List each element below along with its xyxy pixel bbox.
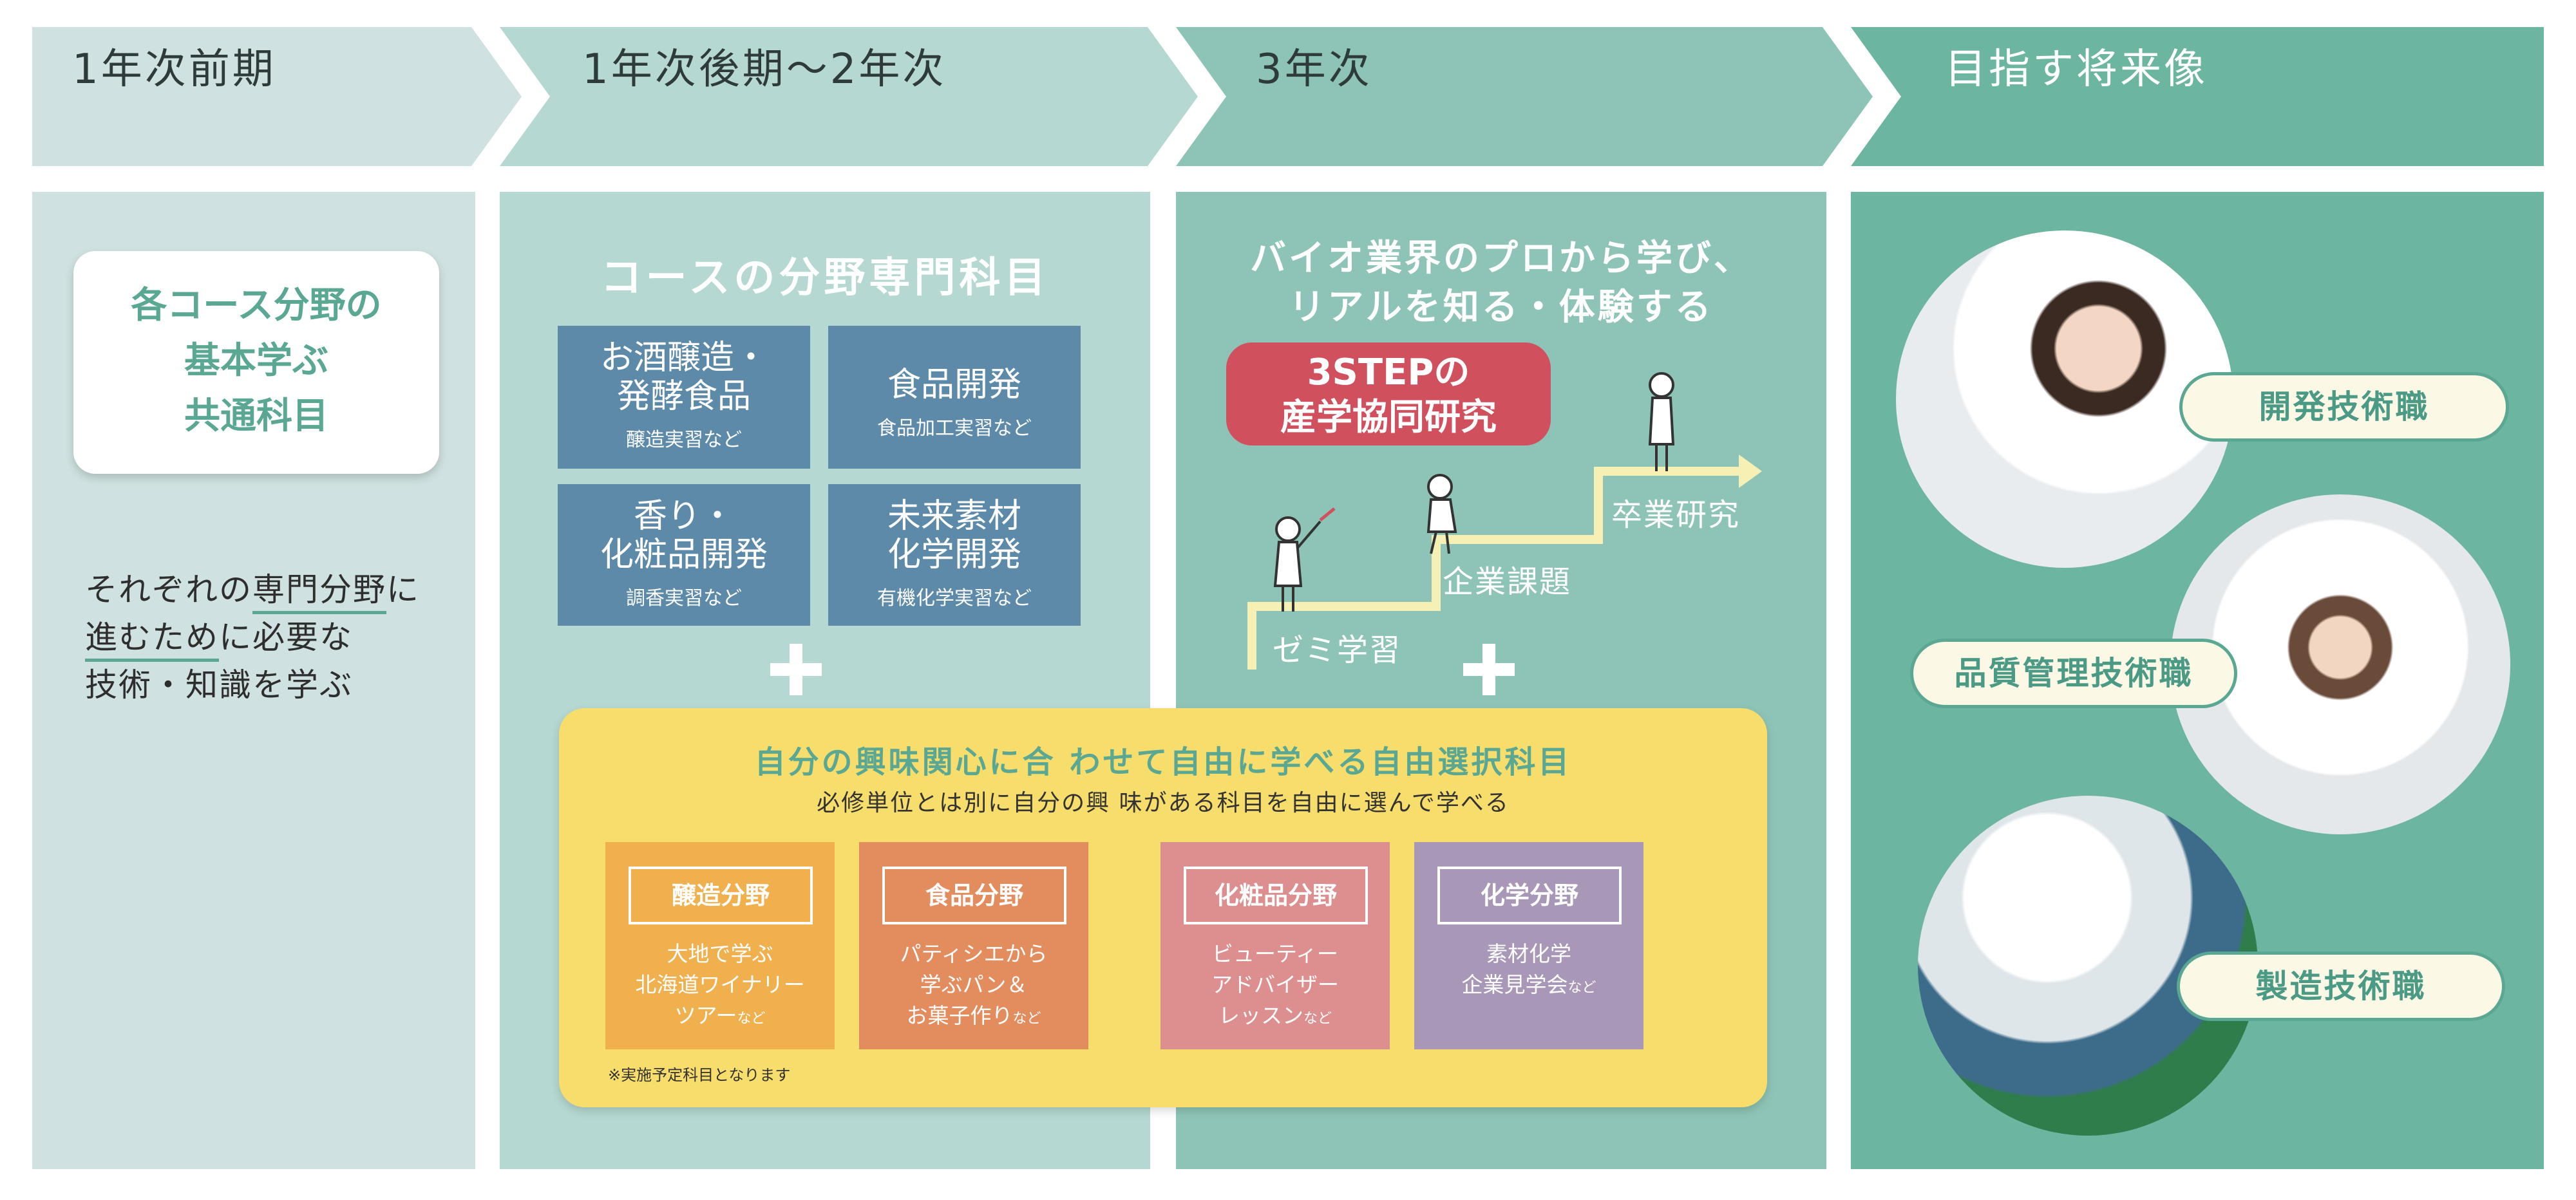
- subject-title: 香り・ 化粧品開発: [600, 497, 768, 574]
- col1-desc-line3: 技術・知識を学ぶ: [85, 666, 353, 704]
- career-pill-manufacturing: 製造技術職: [2177, 952, 2505, 1021]
- stage-banners: [32, 27, 2544, 166]
- subject-sub: 食品加工実習など: [877, 417, 1032, 440]
- subject-sub: 醸造実習など: [626, 429, 742, 451]
- stage-banner-1: [32, 27, 522, 166]
- field-card-cosmetics: 化粧品分野 ビューティー アドバイザー レッスンなど: [1160, 842, 1390, 1049]
- person-figure-1: [1273, 516, 1321, 612]
- subject-card-cosmetics: 香り・ 化粧品開発 調香実習など: [558, 484, 810, 626]
- common-subjects-line3: 共通科目: [184, 395, 328, 437]
- field-desc: ビューティー アドバイザー レッスンなど: [1211, 941, 1339, 1028]
- stage-label-2: 1年次後期～2年次: [582, 46, 947, 93]
- person-figure-top: [1648, 372, 1675, 471]
- subject-title: お酒醸造・ 発酵食品: [600, 339, 768, 416]
- plus-icon: [1463, 644, 1515, 695]
- step-label-company-task: 企業課題: [1443, 564, 1572, 600]
- col1-desc-line2: 進むために必要な: [85, 612, 353, 662]
- elective-subtitle: 必修単位とは別に自分の興 味がある科目を自由に選んで学べる: [817, 790, 1510, 816]
- career-pill-quality-control: 品質管理技術職: [1910, 639, 2237, 708]
- stage-banner-4: [1851, 27, 2544, 166]
- col3-title: バイオ業界のプロから学び、 リアルを知る・体験する: [1250, 238, 1752, 328]
- three-step-badge: 3STEPの 産学協同研究: [1226, 342, 1551, 445]
- elective-title: 自分の興味関心に合 わせて自由に学べる自由選択科目: [754, 744, 1572, 780]
- col1-desc-line1: それぞれの専門分野に: [85, 564, 420, 614]
- subject-card-food: 食品開発 食品加工実習など: [828, 326, 1081, 469]
- field-card-brewing: 醸造分野 大地で学ぶ 北海道ワイナリー ツアーなど: [605, 842, 835, 1049]
- major-subjects-title: コースの分野専門科目: [600, 254, 1050, 302]
- field-desc: パティシエから 学ぶパン＆ お菓子作りなど: [900, 941, 1048, 1028]
- person-figure-2: [1426, 474, 1457, 554]
- step-label-graduation: 卒業研究: [1611, 497, 1741, 533]
- stage-banner-2: [500, 27, 1198, 166]
- field-label: 食品分野: [882, 867, 1066, 924]
- stairs-line: [1247, 467, 1747, 670]
- plus-icon: [770, 644, 822, 695]
- field-desc: 大地で学ぶ 北海道ワイナリー ツアーなど: [635, 941, 805, 1028]
- arrow-mark: [1319, 507, 1336, 521]
- common-subjects-line2: 基本学ぶ: [184, 340, 328, 382]
- subject-title: 食品開発: [887, 366, 1021, 404]
- career-pill-development: 開発技術職: [2179, 372, 2509, 442]
- field-label: 化粧品分野: [1184, 867, 1368, 924]
- field-label: 化学分野: [1437, 867, 1622, 924]
- subject-card-chemistry: 未来素材 化学開発 有機化学実習など: [828, 484, 1081, 626]
- common-subjects-box: 各コース分野の 基本学ぶ 共通科目: [73, 251, 439, 474]
- subject-card-brewing: お酒醸造・ 発酵食品 醸造実習など: [558, 326, 810, 469]
- subject-sub: 有機化学実習など: [877, 587, 1032, 610]
- elective-note: ※実施予定科目となります: [608, 1066, 791, 1084]
- step-stairs: [1247, 455, 1762, 670]
- field-desc: 素材化学 企業見学会など: [1461, 941, 1596, 997]
- subject-sub: 調香実習など: [626, 587, 742, 610]
- common-subjects-line1: 各コース分野の: [131, 285, 382, 326]
- subject-title: 未来素材 化学開発: [887, 497, 1021, 574]
- field-card-food: 食品分野 パティシエから 学ぶパン＆ お菓子作りなど: [859, 842, 1088, 1049]
- step-label-seminar: ゼミ学習: [1273, 632, 1402, 668]
- photo-development-researcher: [1896, 230, 2233, 568]
- stairs-arrowhead: [1739, 455, 1762, 488]
- stage-label-3: 3年次: [1256, 46, 1372, 93]
- stage-label-1: 1年次前期: [72, 46, 276, 93]
- stage-banner-3: [1176, 27, 1873, 166]
- stage-label-4: 目指す将来像: [1945, 46, 2208, 93]
- elective-box: 自分の興味関心に合 わせて自由に学べる自由選択科目 必修単位とは別に自分の興 味…: [559, 708, 1767, 1107]
- field-card-chemistry: 化学分野 素材化学 企業見学会など: [1414, 842, 1643, 1049]
- field-label: 醸造分野: [629, 867, 813, 924]
